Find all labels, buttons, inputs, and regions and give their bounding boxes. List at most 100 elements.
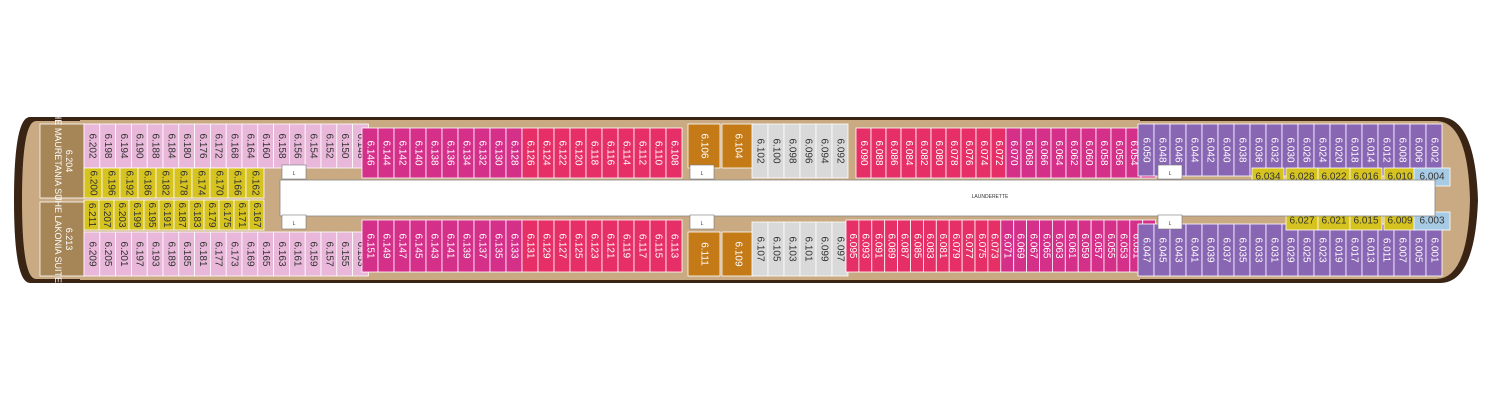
cabin-6-061[interactable]: 6.061 (1064, 219, 1079, 273)
cabin-6-029[interactable]: 6.029 (1281, 223, 1299, 277)
cabin-box[interactable] (687, 123, 721, 169)
cabin-6-108[interactable]: 6.108 (665, 127, 683, 179)
cabin-6-069[interactable]: 6.069 (1013, 219, 1028, 273)
cabin-6-117[interactable]: 6.117 (633, 219, 651, 273)
cabin-6-116[interactable]: 6.116 (601, 127, 619, 179)
cabin-6-056[interactable]: 6.056 (1110, 127, 1127, 179)
cabin-6-196[interactable]: 6.196 (101, 167, 121, 199)
cabin-6-111[interactable]: 6.111 (687, 231, 721, 277)
cabin-6-146[interactable]: 6.146 (361, 127, 379, 179)
cabin-6-103[interactable]: 6.103 (783, 221, 801, 277)
cabin-6-177[interactable]: 6.177 (209, 231, 227, 277)
cabin-6-074[interactable]: 6.074 (975, 127, 992, 179)
cabin-6-158[interactable]: 6.158 (273, 123, 290, 169)
cabin-6-057[interactable]: 6.057 (1090, 219, 1105, 273)
cabin-6-203[interactable]: 6.203 (113, 199, 130, 231)
cabin-6-209[interactable]: 6.209 (83, 231, 101, 277)
cabin-6-186[interactable]: 6.186 (137, 167, 157, 199)
cabin-6-011[interactable]: 6.011 (1377, 223, 1395, 277)
cabin-6-099[interactable]: 6.099 (815, 221, 833, 277)
cabin-6-096[interactable]: 6.096 (799, 123, 817, 179)
cabin-6-135[interactable]: 6.135 (489, 219, 507, 273)
cabin-6-144[interactable]: 6.144 (377, 127, 395, 179)
cabin-6-130[interactable]: 6.130 (489, 127, 507, 179)
cabin-6-017[interactable]: 6.017 (1345, 223, 1363, 277)
cabin-box[interactable] (665, 127, 683, 179)
cabin-6-097[interactable]: 6.097 (831, 221, 849, 277)
cabin-6-162[interactable]: 6.162 (245, 167, 265, 199)
cabin-6-055[interactable]: 6.055 (1103, 219, 1118, 273)
cabin-6-173[interactable]: 6.173 (225, 231, 243, 277)
cabin-6-025[interactable]: 6.025 (1297, 223, 1315, 277)
cabin-6-019[interactable]: 6.019 (1329, 223, 1347, 277)
cabin-6-159[interactable]: 6.159 (304, 231, 322, 277)
cabin-6-095[interactable]: 6.095 (845, 219, 860, 273)
suite-box[interactable] (39, 123, 85, 199)
cabin-box[interactable] (248, 199, 265, 231)
cabin-6-064[interactable]: 6.064 (1050, 127, 1067, 179)
cabin-6-060[interactable]: 6.060 (1080, 127, 1097, 179)
cabin-6-150[interactable]: 6.150 (336, 123, 353, 169)
cabin-6-137[interactable]: 6.137 (473, 219, 491, 273)
cabin-6-054[interactable]: 6.054 (1125, 127, 1142, 179)
cabin-6-133[interactable]: 6.133 (505, 219, 523, 273)
cabin-6-071[interactable]: 6.071 (1000, 219, 1015, 273)
cabin-6-100[interactable]: 6.100 (767, 123, 785, 179)
cabin-6-075[interactable]: 6.075 (974, 219, 989, 273)
cabin-6-178[interactable]: 6.178 (173, 167, 193, 199)
cabin-6-086[interactable]: 6.086 (885, 127, 902, 179)
cabin-6-072[interactable]: 6.072 (990, 127, 1007, 179)
cabin-6-179[interactable]: 6.179 (203, 199, 220, 231)
cabin-6-143[interactable]: 6.143 (425, 219, 443, 273)
cabin-6-136[interactable]: 6.136 (441, 127, 459, 179)
cabin-6-023[interactable]: 6.023 (1313, 223, 1331, 277)
cabin-6-211[interactable]: 6.211 (83, 199, 100, 231)
cabin-6-101[interactable]: 6.101 (799, 221, 817, 277)
cabin-6-188[interactable]: 6.188 (146, 123, 164, 169)
cabin-6-160[interactable]: 6.160 (257, 123, 274, 169)
cabin-6-031[interactable]: 6.031 (1265, 223, 1283, 277)
cabin-box[interactable] (687, 231, 721, 277)
cabin-6-102[interactable]: 6.102 (751, 123, 769, 179)
cabin-6-122[interactable]: 6.122 (553, 127, 571, 179)
cabin-6-202[interactable]: 6.202 (83, 123, 101, 169)
cabin-6-141[interactable]: 6.141 (441, 219, 459, 273)
cabin-6-190[interactable]: 6.190 (130, 123, 148, 169)
cabin-6-062[interactable]: 6.062 (1065, 127, 1082, 179)
cabin-6-001[interactable]: 6.001 (1425, 223, 1443, 277)
cabin-6-044[interactable]: 6.044 (1185, 123, 1203, 177)
cabin-6-045[interactable]: 6.045 (1153, 223, 1171, 277)
cabin-box[interactable] (665, 219, 683, 273)
cabin-6-174[interactable]: 6.174 (191, 167, 211, 199)
cabin-6-080[interactable]: 6.080 (930, 127, 947, 179)
cabin-6-199[interactable]: 6.199 (128, 199, 145, 231)
cabin-6-175[interactable]: 6.175 (218, 199, 235, 231)
cabin-6-156[interactable]: 6.156 (288, 123, 306, 169)
cabin-6-035[interactable]: 6.035 (1233, 223, 1251, 277)
cabin-6-042[interactable]: 6.042 (1201, 123, 1219, 177)
cabin-6-125[interactable]: 6.125 (569, 219, 587, 273)
cabin-6-120[interactable]: 6.120 (569, 127, 587, 179)
cabin-6-037[interactable]: 6.037 (1217, 223, 1235, 277)
cabin-6-164[interactable]: 6.164 (241, 123, 259, 169)
cabin-6-187[interactable]: 6.187 (173, 199, 190, 231)
cabin-6-083[interactable]: 6.083 (923, 219, 937, 273)
cabin-6-107[interactable]: 6.107 (751, 221, 769, 277)
cabin-6-193[interactable]: 6.193 (146, 231, 164, 277)
cabin-6-047[interactable]: 6.047 (1137, 223, 1155, 277)
cabin-6-119[interactable]: 6.119 (617, 219, 635, 273)
cabin-6-167[interactable]: 6.167 (248, 199, 265, 231)
cabin-6-073[interactable]: 6.073 (987, 219, 1002, 273)
cabin-6-147[interactable]: 6.147 (393, 219, 411, 273)
cabin-6-118[interactable]: 6.118 (585, 127, 603, 179)
cabin-6-194[interactable]: 6.194 (115, 123, 132, 169)
cabin-6-115[interactable]: 6.115 (649, 219, 667, 273)
cabin-6-155[interactable]: 6.155 (336, 231, 353, 277)
cabin-6-183[interactable]: 6.183 (188, 199, 205, 231)
cabin-6-041[interactable]: 6.041 (1185, 223, 1203, 277)
cabin-6-126[interactable]: 6.126 (521, 127, 539, 179)
cabin-6-123[interactable]: 6.123 (585, 219, 603, 273)
cabin-6-088[interactable]: 6.088 (870, 127, 887, 179)
cabin-6-165[interactable]: 6.165 (257, 231, 274, 277)
